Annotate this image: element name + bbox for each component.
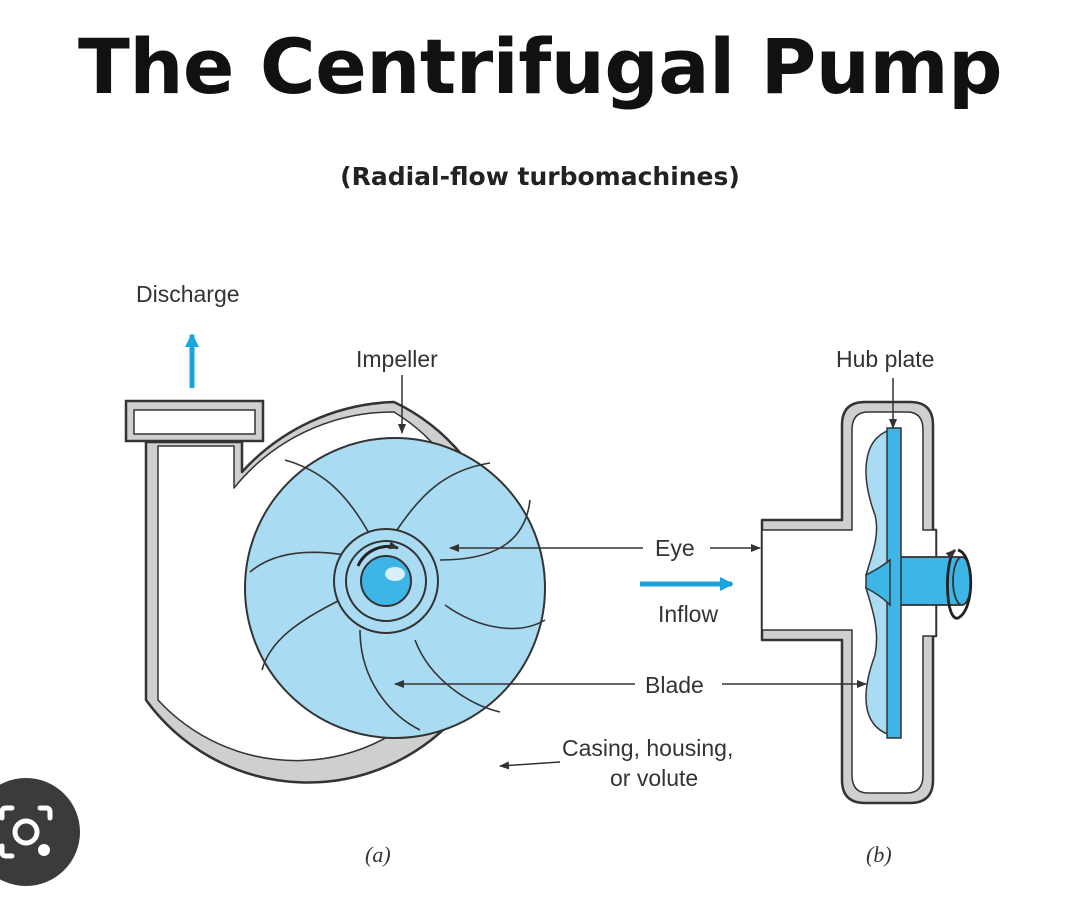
impeller-blades (249, 459, 546, 731)
label-eye: Eye (655, 535, 695, 561)
side-blade-upper (864, 428, 891, 576)
shaft-rotation-icon (945, 548, 973, 620)
pump-front-view (124, 333, 546, 784)
page-title: The Centrifugal Pump (77, 22, 1003, 111)
label-casing-line2: or volute (610, 765, 698, 791)
label-discharge: Discharge (136, 281, 240, 307)
lens-badge-button[interactable] (0, 778, 80, 886)
caption-b: (b) (866, 842, 892, 867)
side-blade-lower (864, 587, 891, 737)
shaft-hub (360, 555, 412, 607)
label-casing-line1: Casing, housing, (562, 735, 733, 761)
page-subtitle: (Radial-flow turbomachines) (340, 162, 740, 191)
label-blade: Blade (645, 672, 704, 698)
label-impeller: Impeller (356, 346, 438, 372)
lens-camera-icon (0, 805, 53, 859)
label-inflow: Inflow (658, 601, 718, 627)
rotation-arrow-icon (356, 541, 399, 567)
caption-a: (a) (365, 842, 391, 867)
leader-lines (394, 375, 897, 770)
pump-side-view (760, 400, 973, 805)
label-hub-plate: Hub plate (836, 346, 934, 372)
